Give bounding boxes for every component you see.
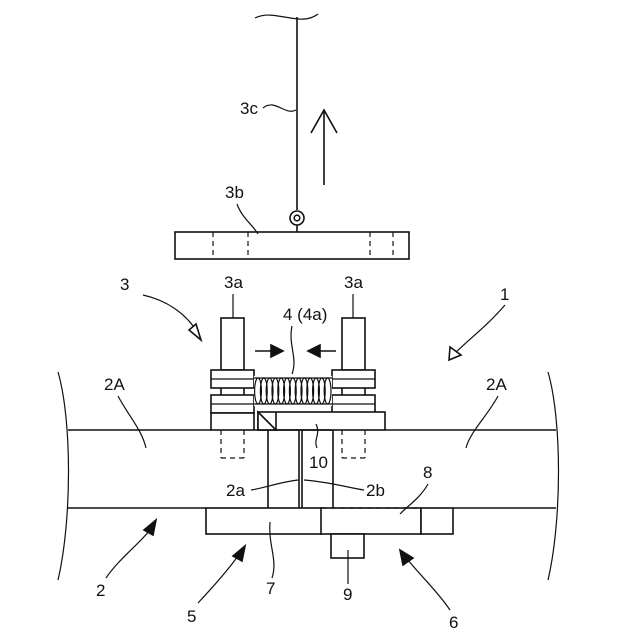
label-3a-left: 3a: [224, 273, 243, 292]
left-arrow-icon: [308, 345, 336, 357]
pin-3a-left: [221, 318, 244, 370]
pin-3a-right: [342, 318, 365, 370]
pointer-6: [408, 560, 450, 610]
hook-ring-icon: [290, 211, 304, 232]
member-10: [258, 412, 385, 430]
label-5: 5: [187, 607, 196, 626]
label-3a-right: 3a: [344, 273, 363, 292]
pointer-5: [198, 556, 238, 603]
label-2A-right: 2A: [486, 375, 507, 394]
leader-spring: [291, 326, 294, 374]
member-8: [321, 508, 421, 534]
label-3b: 3b: [225, 183, 244, 202]
leader-3c: [263, 105, 296, 111]
label-10: 10: [309, 453, 328, 472]
up-arrow-icon: [311, 110, 337, 185]
wire-break-line: [255, 14, 318, 19]
label-3: 3: [120, 275, 129, 294]
label-7: 7: [266, 579, 275, 598]
leader-2a: [251, 480, 298, 490]
leader-2A-right: [466, 396, 498, 448]
plate-3b: [175, 232, 409, 259]
label-2: 2: [96, 581, 105, 600]
label-2b: 2b: [366, 481, 385, 500]
break-line-left: [58, 372, 69, 580]
pointer-1: [452, 305, 505, 356]
label-3c: 3c: [240, 99, 258, 118]
pointer-3: [143, 295, 198, 333]
label-6: 6: [449, 613, 458, 632]
spring-coil: [254, 376, 332, 406]
bracket-7: [206, 508, 322, 534]
label-9: 9: [343, 585, 352, 604]
label-spring: 4 (4a): [283, 305, 327, 324]
leader-3b: [237, 204, 258, 234]
label-8: 8: [423, 463, 432, 482]
leader-2b: [304, 480, 364, 490]
break-line-right: [548, 372, 559, 580]
leader-2A-left: [118, 396, 146, 448]
pointer-2: [106, 530, 150, 578]
right-arrow-icon: [255, 345, 283, 357]
label-1: 1: [500, 285, 509, 304]
label-2A-left: 2A: [104, 375, 125, 394]
label-2a: 2a: [226, 481, 245, 500]
